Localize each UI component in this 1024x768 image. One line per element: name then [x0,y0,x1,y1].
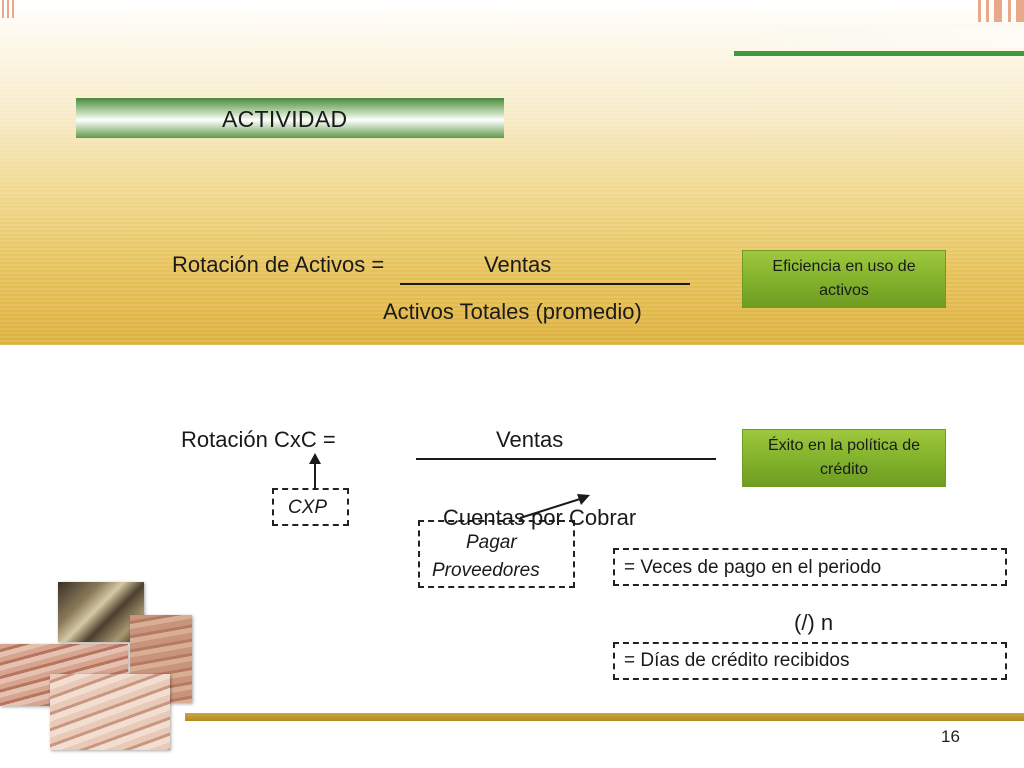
cxp-label: CXP [288,497,328,518]
dias-credito-text: = Días de crédito recibidos [624,650,850,671]
coins-photo [58,582,144,642]
footer-rule [185,713,1024,721]
asset-turnover-numerator: Ventas [484,252,552,277]
corner-decoration-left [0,0,14,18]
page-number: 16 [941,727,960,746]
receivables-turnover-numerator: Ventas [496,427,564,452]
asset-turnover-denominator: Activos Totales (promedio) [383,299,642,324]
interest-rates-photo [50,674,170,750]
asset-turnover-label: Rotación de Activos = [172,252,385,277]
header-accent-line [734,51,1024,56]
slide-title: ACTIVIDAD [222,106,348,132]
photo-collage [0,582,200,768]
cxp-box [272,488,349,526]
proveedores-label: Proveedores [432,560,540,581]
pagar-proveedores-box [418,520,575,588]
asset-efficiency-note-text: Eficiencia en uso de activos [772,258,916,299]
corner-decoration-right [978,0,1024,22]
receivables-fraction-bar [416,458,716,460]
veces-pago-text: = Veces de pago en el periodo [624,557,882,578]
divide-by-n: (/) n [794,610,834,635]
credit-policy-note: Éxito en la política de crédito [742,429,946,487]
title-banner [76,98,504,138]
pagar-label: Pagar [466,532,517,553]
veces-pago-box [613,548,1007,586]
arrow-up-to-cxc [309,453,321,488]
asset-efficiency-note: Eficiencia en uso de activos [742,250,946,308]
header-faint-strip [740,28,1024,48]
receivables-turnover-denominator: Cuentas por Cobrar [443,505,637,530]
credit-policy-note-text: Éxito en la política de crédito [767,437,921,478]
receivables-turnover-label: Rotación CxC = [181,427,336,452]
dias-credito-box [613,642,1007,680]
asset-turnover-fraction-bar [400,283,690,285]
